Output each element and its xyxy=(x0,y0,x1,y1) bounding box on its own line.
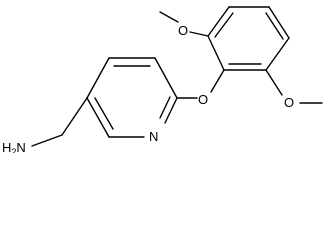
bond xyxy=(265,69,283,96)
benzene-ring xyxy=(207,6,290,71)
bond xyxy=(159,11,179,23)
double-bond xyxy=(94,97,114,130)
bond xyxy=(207,35,225,71)
bond xyxy=(207,6,230,37)
double-bond xyxy=(214,12,234,38)
methoxy-bottom-oxygen-label: O xyxy=(284,95,294,110)
bond xyxy=(86,97,110,138)
methoxy-top xyxy=(159,11,209,37)
double-bond xyxy=(159,96,171,119)
methoxy-top-oxygen-label: O xyxy=(178,23,188,38)
atom-labels: H2N N O O O xyxy=(2,23,294,153)
bond xyxy=(61,97,88,136)
bond xyxy=(265,37,290,71)
amine-label: H2N xyxy=(2,140,26,153)
ether-link xyxy=(176,69,225,99)
bond xyxy=(268,6,290,39)
bond xyxy=(154,57,178,99)
bond xyxy=(164,97,178,124)
ring-nitrogen-label: N xyxy=(149,129,158,144)
bond xyxy=(31,134,63,147)
ether-oxygen-label: O xyxy=(198,92,208,107)
bond xyxy=(86,57,110,99)
ring-nitrogen-bg xyxy=(147,127,162,144)
aminomethyl-group xyxy=(31,97,88,147)
bond xyxy=(189,31,209,37)
double-bond xyxy=(265,12,284,40)
methoxy-bottom xyxy=(265,69,323,104)
bond xyxy=(210,69,225,93)
structure-diagram: H2N N O O O xyxy=(2,6,323,153)
pyridine-ring xyxy=(86,57,178,138)
